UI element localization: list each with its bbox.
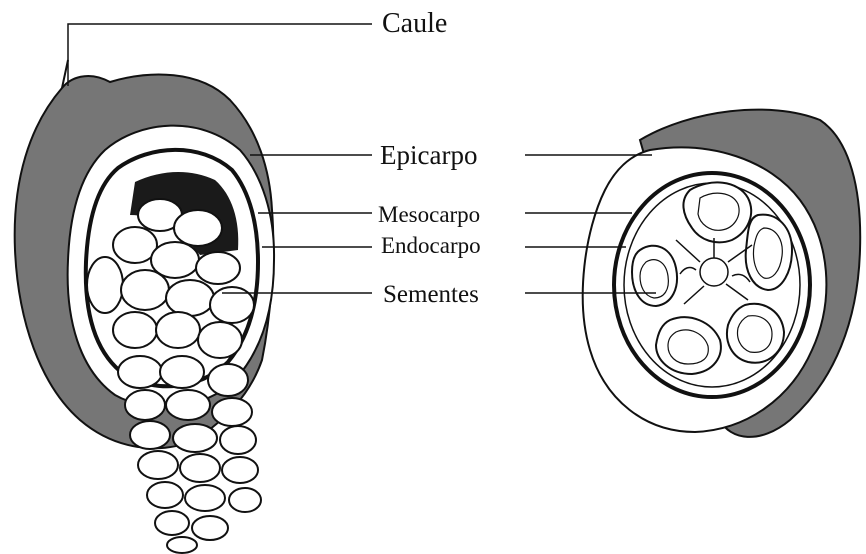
label-epicarpo: Epicarpo	[380, 142, 477, 169]
label-caule: Caule	[382, 10, 447, 38]
longitudinal-section	[15, 60, 274, 553]
label-mesocarpo: Mesocarpo	[378, 203, 480, 226]
label-sementes: Sementes	[383, 282, 479, 307]
label-endocarpo: Endocarpo	[381, 234, 481, 257]
cross-section	[583, 110, 860, 437]
caule-leader	[68, 24, 372, 86]
